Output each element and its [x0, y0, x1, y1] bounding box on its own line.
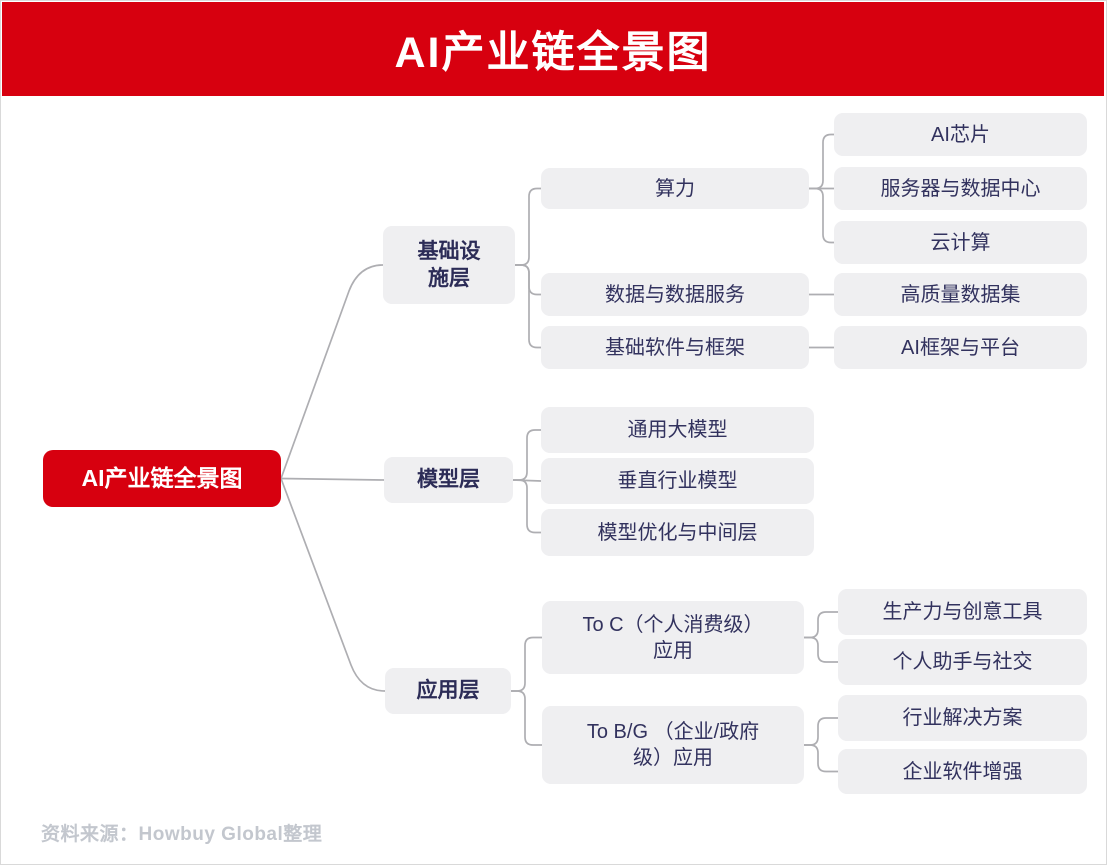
- connector-b0-c02: [514, 264, 542, 349]
- leaf-high-quality-datasets: 高质量数据集: [834, 273, 1087, 316]
- node-data-and-data-services: 数据与数据服务: [541, 273, 809, 316]
- root-node: AI产业链全景图: [43, 450, 281, 507]
- connector-b1-c10: [512, 429, 542, 481]
- connector-b2-c21: [510, 690, 543, 746]
- leaf-productivity-creative-tools: 生产力与创意工具: [838, 589, 1087, 635]
- connector-c21-d211: [803, 744, 839, 773]
- node-model-optimization-middleware: 模型优化与中间层: [541, 509, 814, 556]
- branch-model-layer: 模型层: [384, 457, 513, 503]
- branch-application-layer: 应用层: [385, 668, 511, 714]
- node-vertical-industry-models: 垂直行业模型: [541, 458, 814, 504]
- node-computing-power: 算力: [541, 168, 809, 209]
- connector-b2-c20: [510, 636, 543, 692]
- connector-c20-d201: [803, 636, 839, 663]
- leaf-cloud-computing: 云计算: [834, 221, 1087, 264]
- connector-b1-c12: [512, 479, 542, 534]
- connector-root-b1: [280, 477, 385, 481]
- connector-c21-d210: [803, 717, 839, 746]
- leaf-ai-chips: AI芯片: [834, 113, 1087, 156]
- leaf-personal-assistants-social: 个人助手与社交: [838, 639, 1087, 685]
- node-foundation-software-frameworks: 基础软件与框架: [541, 326, 809, 369]
- page-title: AI产业链全景图: [394, 29, 712, 77]
- source-note: 资料来源：Howbuy Global整理: [41, 824, 323, 845]
- connector-c00-d000: [808, 133, 835, 190]
- branch-infrastructure-layer: 基础设 施层: [383, 226, 515, 304]
- connector-root-b0: [280, 264, 384, 480]
- node-toc-consumer-apps: To C（个人消费级） 应用: [542, 601, 804, 674]
- node-tobg-enterprise-gov-apps: To B/G （企业/政府 级）应用: [542, 706, 804, 784]
- connector-c00-d002: [808, 187, 835, 244]
- node-general-large-models: 通用大模型: [541, 407, 814, 453]
- connector-c20-d200: [803, 611, 839, 639]
- leaf-ai-frameworks-platforms: AI框架与平台: [834, 326, 1087, 369]
- connector-root-b2: [280, 477, 386, 692]
- leaf-servers-data-centers: 服务器与数据中心: [834, 167, 1087, 210]
- connector-b0-c00: [514, 187, 542, 266]
- title-banner: AI产业链全景图: [2, 2, 1104, 96]
- leaf-enterprise-software-enhancement: 企业软件增强: [838, 749, 1087, 794]
- leaf-industry-solutions: 行业解决方案: [838, 695, 1087, 741]
